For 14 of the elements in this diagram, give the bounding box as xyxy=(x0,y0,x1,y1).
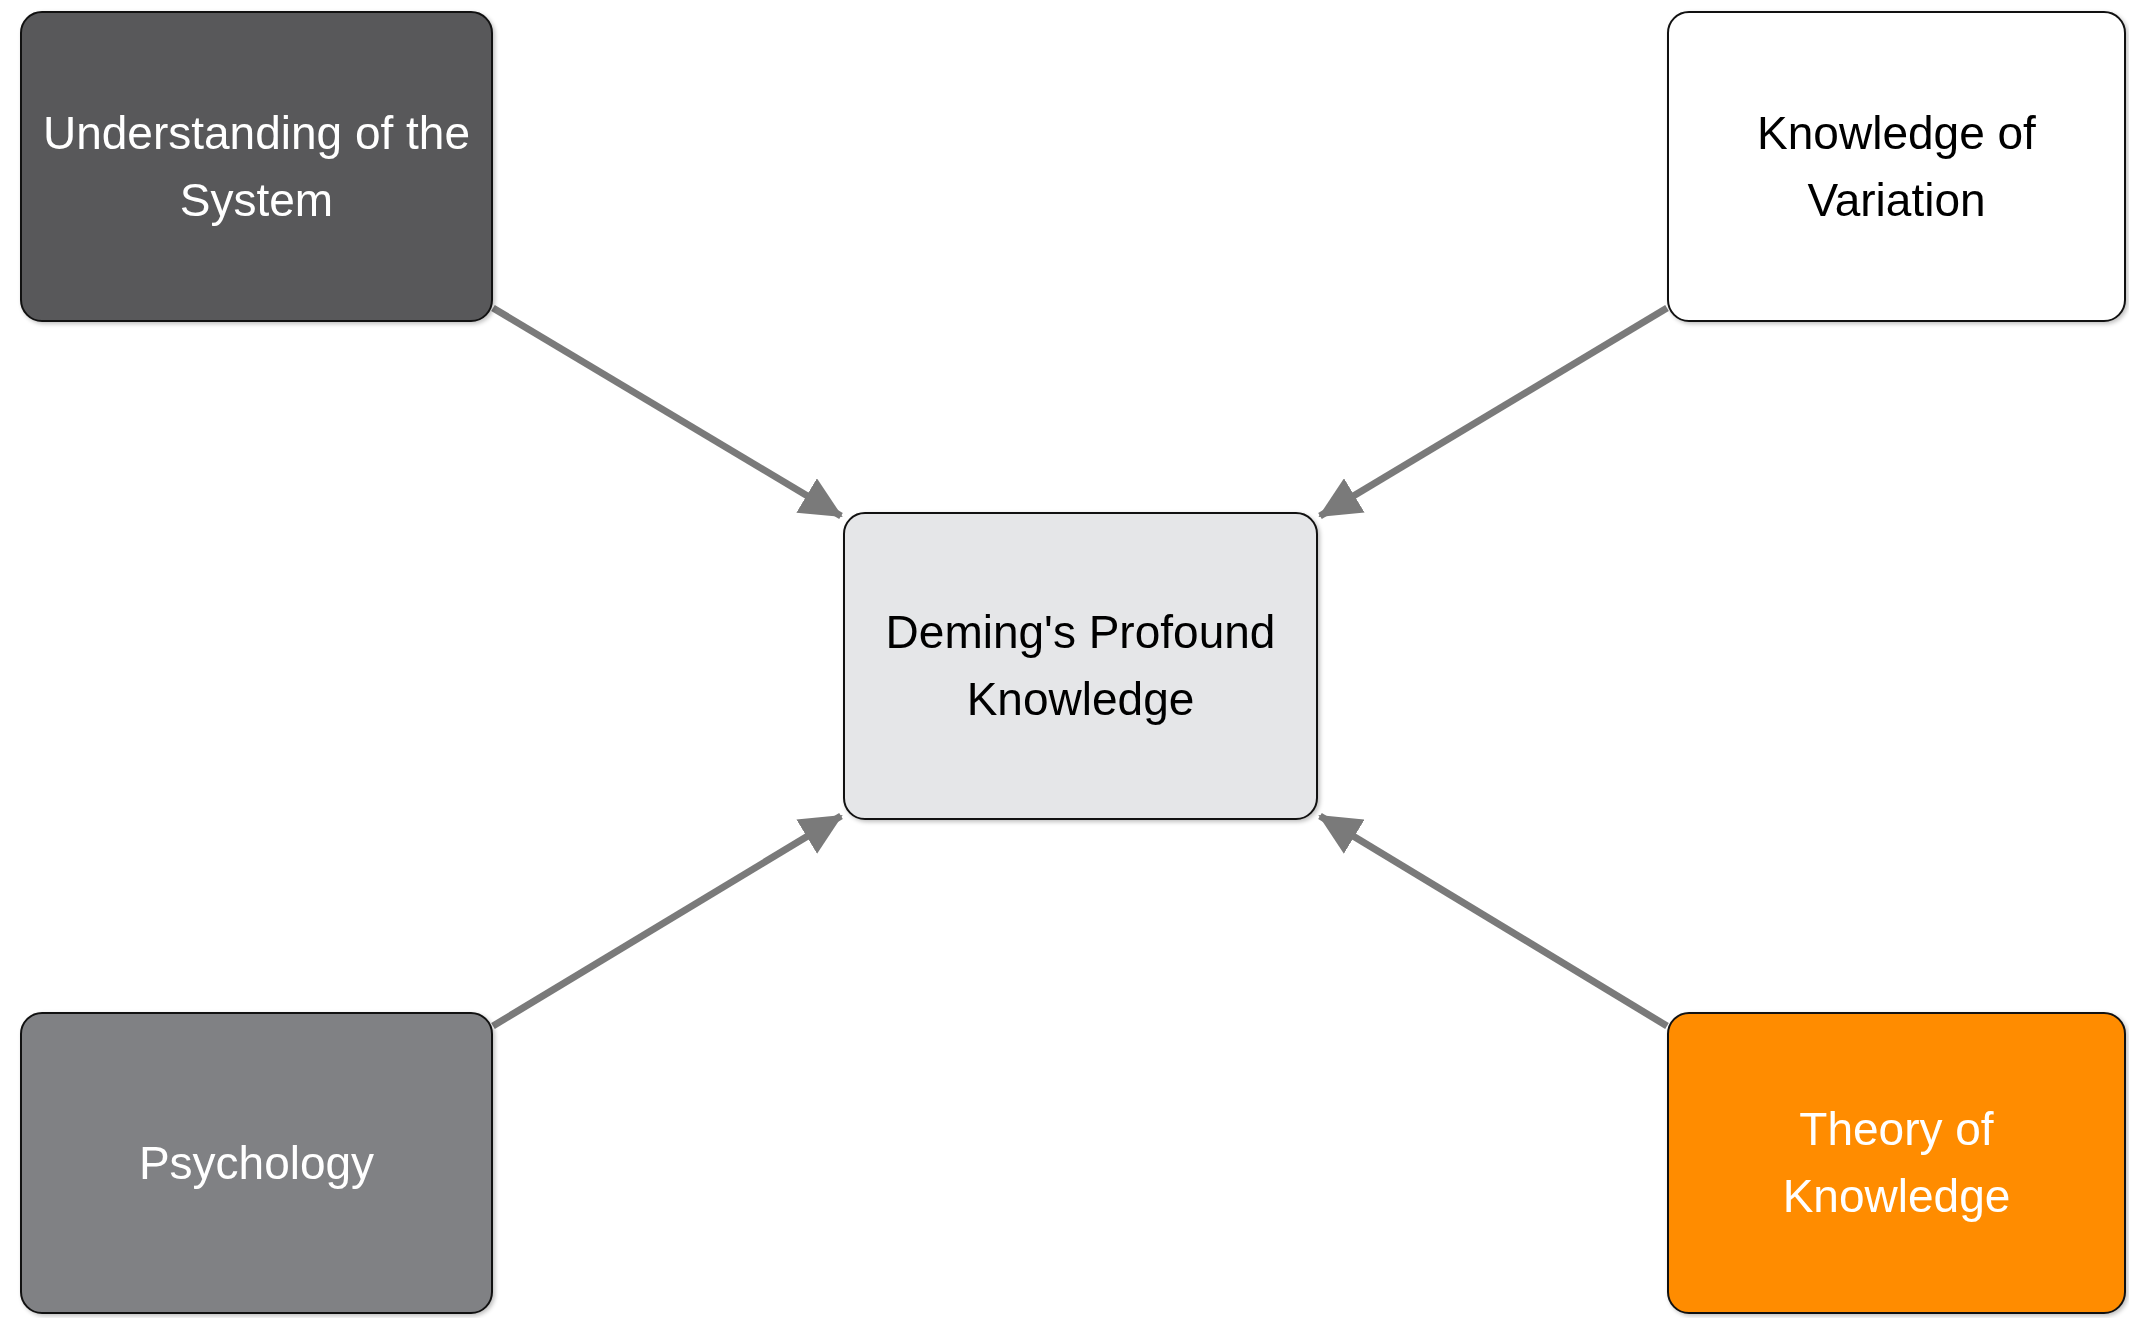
box-label: Theory of Knowledge xyxy=(1781,1102,2012,1224)
box-label: Deming's Profound Knowledge xyxy=(884,605,1277,727)
arrow xyxy=(491,305,843,519)
box-label: Knowledge of Variation xyxy=(1756,105,2037,228)
concept-box xyxy=(1667,1012,2126,1314)
concept-box xyxy=(1667,11,2126,322)
concept-box xyxy=(20,1012,493,1314)
arrow xyxy=(1318,305,1669,519)
box-label: Understanding of the System xyxy=(41,105,472,228)
arrow xyxy=(1318,813,1669,1029)
arrow xyxy=(491,813,843,1029)
concept-box xyxy=(843,512,1318,820)
box-label: Psychology xyxy=(137,1135,376,1191)
concept-box xyxy=(20,11,493,322)
